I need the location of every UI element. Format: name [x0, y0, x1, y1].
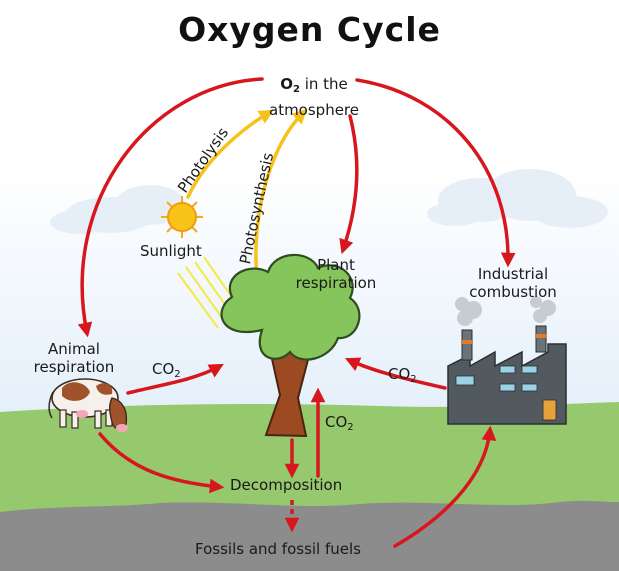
sun-icon — [161, 196, 203, 238]
arrow-industry-co2-to-tree — [344, 357, 447, 390]
co2-label-industry: CO2 — [388, 365, 417, 385]
arrow-photosynthesis — [254, 108, 308, 286]
arrow-atmosphere-to-animal — [77, 77, 264, 338]
cloud-right — [427, 169, 608, 228]
atmosphere-label: O2 in the atmosphere — [269, 75, 359, 119]
arrow-animal-co2-to-tree — [126, 363, 224, 395]
cow-icon — [48, 378, 128, 432]
arrow-animal-to-decomposition — [98, 432, 225, 494]
decomposition-label: Decomposition — [230, 476, 343, 494]
industrial-combustion-label: Industrial combustion — [469, 265, 557, 301]
arrow-atmosphere-to-industry — [355, 78, 516, 268]
sunlight-label: Sunlight — [140, 242, 202, 260]
co2-label-decomposition: CO2 — [325, 413, 354, 433]
plant-respiration-label: Plant respiration — [295, 256, 377, 292]
animal-respiration-label: Animal respiration — [33, 340, 115, 376]
rock-layer — [0, 500, 619, 571]
yellow-arrows — [186, 108, 308, 286]
tree-icon — [220, 253, 361, 438]
red-arrows — [77, 77, 516, 548]
co2-label-animal: CO2 — [152, 360, 181, 380]
arrow-fossils-to-industry — [393, 425, 497, 548]
fossils-label: Fossils and fossil fuels — [195, 540, 361, 558]
factory-icon — [447, 296, 567, 425]
page-title: Oxygen Cycle — [178, 10, 441, 49]
arrow-photolysis — [186, 109, 274, 199]
arrow-atmosphere-to-plant — [339, 114, 359, 255]
